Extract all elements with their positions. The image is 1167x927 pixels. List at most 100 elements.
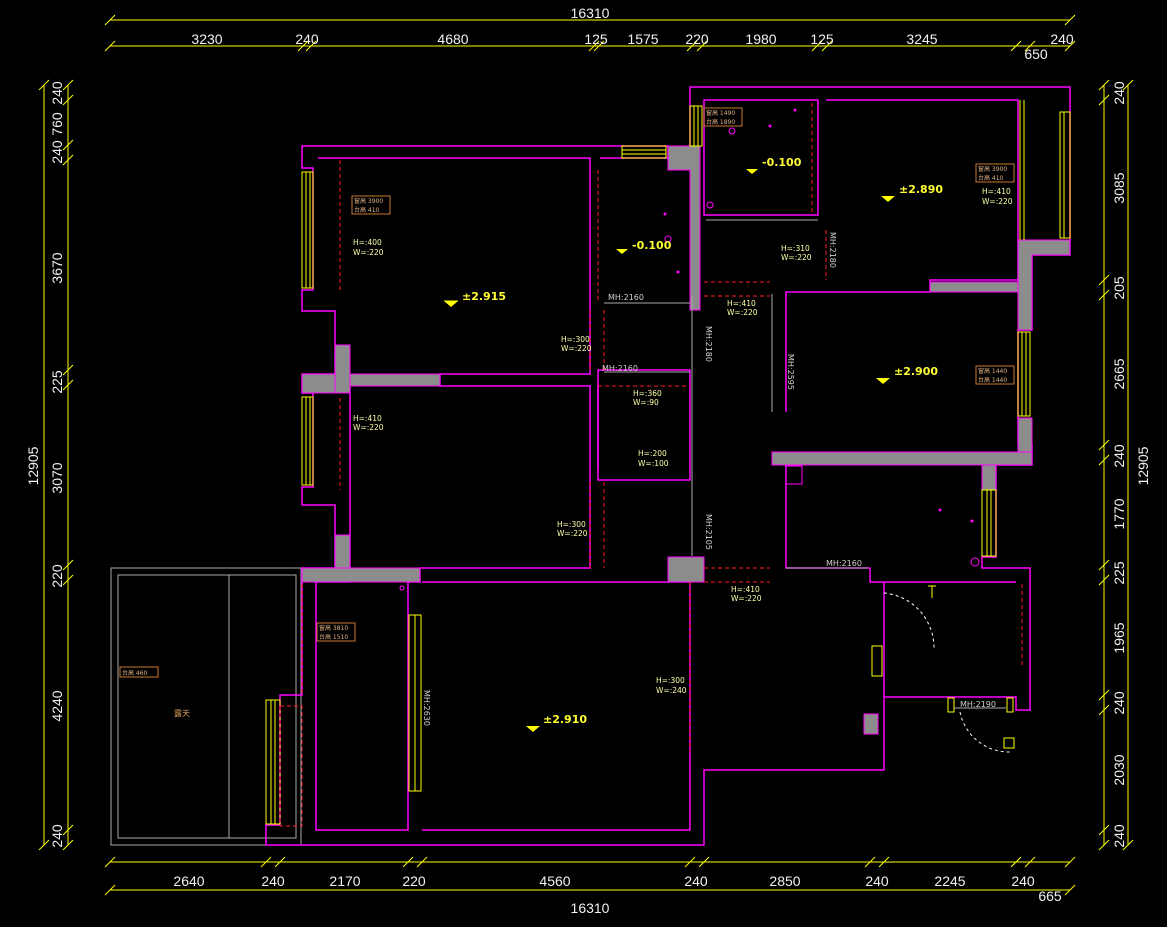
dim-tick xyxy=(1122,79,1134,91)
dim-tick xyxy=(402,856,414,868)
opening-note: W=:90 xyxy=(633,398,659,407)
door-height-label: MH:2180 xyxy=(828,232,837,268)
dim-tick xyxy=(1010,856,1022,868)
dim-tick xyxy=(1098,289,1110,301)
concrete-columns xyxy=(301,145,1071,735)
dim-tick xyxy=(1064,856,1076,868)
dim-top-seg: 125 xyxy=(584,31,608,47)
dim-tick xyxy=(1098,839,1110,851)
dim-tick xyxy=(1010,40,1022,52)
elevation-label: ±2.915 xyxy=(462,290,506,303)
dim-tick xyxy=(62,94,74,106)
opening-note: H=:410 xyxy=(731,585,760,594)
dim-right-seg: 2030 xyxy=(1111,754,1127,785)
window-tag-text: 台高 1890 xyxy=(706,118,735,126)
dim-top-total: 16310 xyxy=(571,5,610,21)
dim-right-seg: 240 xyxy=(1111,691,1127,715)
dim-tick xyxy=(811,40,823,52)
opening-note: H=:410 xyxy=(982,187,1011,196)
window-tag-text: 窗高 3900 xyxy=(354,197,383,205)
window-tags xyxy=(119,107,1015,678)
dim-top-seg: 1980 xyxy=(745,31,776,47)
dim-bottom-seg: 2850 xyxy=(769,873,800,889)
dim-tick xyxy=(62,79,74,91)
dim-left-seg: 4240 xyxy=(49,690,65,721)
opening-note: W=:220 xyxy=(561,344,592,353)
dim-tick xyxy=(878,856,890,868)
beam-dashes xyxy=(279,103,1023,827)
dim-bottom-seg: 240 xyxy=(865,873,889,889)
opening-note: W=:240 xyxy=(656,686,687,695)
dim-tick xyxy=(1122,839,1134,851)
door-height-label: MH:2105 xyxy=(704,514,713,550)
dim-tick xyxy=(1098,824,1110,836)
dim-tick xyxy=(62,574,74,586)
dim-tick xyxy=(1098,704,1110,716)
dim-tick xyxy=(1098,94,1110,106)
dim-tick xyxy=(38,79,50,91)
dim-bottom-total: 16310 xyxy=(571,900,610,916)
door-height-label: MH:2160 xyxy=(826,559,862,568)
opening-note: H=:410 xyxy=(353,414,382,423)
dim-top-seg: 3230 xyxy=(191,31,222,47)
dim-tick xyxy=(1098,689,1110,701)
dim-tick xyxy=(62,839,74,851)
dim-top-seg: 4680 xyxy=(437,31,468,47)
dim-tick xyxy=(260,856,272,868)
dim-tick xyxy=(1024,856,1036,868)
dim-right-seg: 2665 xyxy=(1111,358,1127,389)
dim-tick xyxy=(104,14,116,26)
opening-note: W=:220 xyxy=(727,308,758,317)
window-tag-text: 窗高 1440 xyxy=(978,367,1007,375)
dim-tick xyxy=(1024,40,1036,52)
dim-bottom-seg: 2245 xyxy=(934,873,965,889)
dim-bottom-seg: 240 xyxy=(684,873,708,889)
dim-top-extra: 650 xyxy=(1024,46,1048,62)
elevation-label: ±2.890 xyxy=(899,183,943,196)
dim-bottom-seg: 240 xyxy=(261,873,285,889)
room-label-balcony: 露天 xyxy=(174,709,190,718)
opening-note: W=:220 xyxy=(982,197,1013,206)
dim-right-seg: 225 xyxy=(1111,561,1127,585)
window-tag-text: 台高 410 xyxy=(978,174,1004,182)
dim-left-seg: 220 xyxy=(49,564,65,588)
window-tag-text: 台高 460 xyxy=(122,669,148,677)
dim-tick xyxy=(698,856,710,868)
dim-tick xyxy=(62,154,74,166)
dim-tick xyxy=(1064,884,1076,896)
opening-note: W=:220 xyxy=(353,248,384,257)
dim-tick xyxy=(684,856,696,868)
opening-note: W=:220 xyxy=(557,529,588,538)
dim-bottom-extra: 665 xyxy=(1038,888,1062,904)
elevation-label: -0.100 xyxy=(632,239,672,252)
door-swings xyxy=(604,219,1015,753)
dimension-lines xyxy=(38,14,1134,896)
opening-note: W=:100 xyxy=(638,459,669,468)
window-tag-text: 窗高 3900 xyxy=(978,165,1007,173)
dim-tick xyxy=(62,364,74,376)
opening-note: W=:220 xyxy=(731,594,762,603)
dim-tick xyxy=(1064,40,1076,52)
dim-tick xyxy=(1098,454,1110,466)
dim-left-seg: 225 xyxy=(49,370,65,394)
opening-note: H=:310 xyxy=(781,244,810,253)
dim-left-seg: 3070 xyxy=(49,462,65,493)
door-height-label: MH:2160 xyxy=(602,364,638,373)
dim-right-seg: 240 xyxy=(1111,824,1127,848)
dim-tick xyxy=(1098,559,1110,571)
dim-tick xyxy=(274,856,286,868)
dim-right-seg: 240 xyxy=(1111,444,1127,468)
elevation-label: ±2.900 xyxy=(894,365,938,378)
dim-tick xyxy=(588,40,600,52)
dim-left-seg: 240 xyxy=(49,140,65,164)
opening-note: H=:410 xyxy=(727,299,756,308)
opening-note: H=:360 xyxy=(633,389,662,398)
window-tag-text: 窗高 1490 xyxy=(706,109,735,117)
window-tag-text: 台高 1510 xyxy=(319,633,348,641)
dim-tick xyxy=(1098,439,1110,451)
dim-top-seg: 3245 xyxy=(906,31,937,47)
dim-tick xyxy=(821,40,833,52)
balcony-outline xyxy=(110,567,302,846)
dim-tick xyxy=(104,856,116,868)
